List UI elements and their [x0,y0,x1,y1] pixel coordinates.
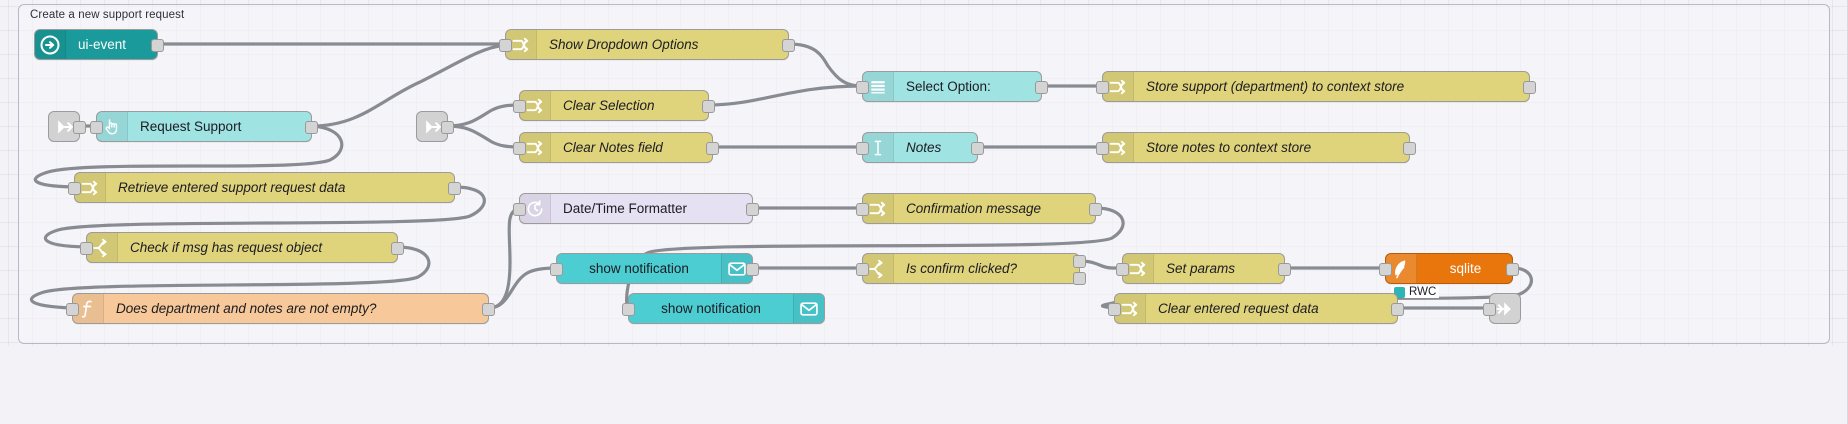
input-port[interactable] [1483,303,1496,316]
output-port[interactable] [1035,81,1048,94]
output-port[interactable] [702,100,715,113]
output-port[interactable] [746,263,759,276]
node-store-notes-to-context-store[interactable]: Store notes to context store [1096,132,1416,163]
node-sqlite[interactable]: sqlite [1379,253,1519,284]
input-port[interactable] [513,100,526,113]
node-clear-entered-request-data[interactable]: Clear entered request data [1108,293,1404,324]
input-port[interactable] [550,263,563,276]
link-in-icon [426,119,441,134]
input-port[interactable] [1096,142,1109,155]
input-port[interactable] [1108,303,1121,316]
switch-node-icon [87,233,118,262]
input-port[interactable] [856,203,869,216]
node-show-notification-2[interactable]: show notification [622,293,825,324]
output-port[interactable] [971,142,984,155]
output-port[interactable] [305,121,318,134]
node-label: Date/Time Formatter [563,201,688,216]
node-label: Is confirm clicked? [906,261,1018,276]
output-port-2[interactable] [1073,272,1086,285]
output-port[interactable] [1403,142,1416,155]
output-port[interactable] [1391,303,1404,316]
output-port[interactable] [391,242,404,255]
input-port[interactable] [66,303,79,316]
input-port[interactable] [1116,263,1129,276]
input-port[interactable] [856,81,869,94]
node-label: show notification [589,261,689,276]
output-port[interactable] [1523,81,1536,94]
link-in-node-2[interactable] [416,111,454,142]
node-store-support-to-context-store[interactable]: Store support (department) to context st… [1096,71,1536,102]
status-dot [1394,286,1405,298]
node-label: Store notes to context store [1146,140,1312,155]
output-port[interactable] [441,121,454,134]
change-node-icon [75,173,106,202]
node-clear-selection[interactable]: Clear Selection [513,90,715,121]
input-port[interactable] [1379,263,1392,276]
output-port[interactable] [151,39,164,52]
change-node-icon [863,194,894,223]
output-port[interactable] [746,203,759,216]
output-port[interactable] [1278,263,1291,276]
node-label: Show Dropdown Options [549,37,699,52]
input-port[interactable] [1096,81,1109,94]
arrow-right-circle-icon [35,30,66,59]
output-port-1[interactable] [1073,255,1086,268]
output-port[interactable] [1506,263,1519,276]
node-label: Notes [906,140,942,155]
input-port[interactable] [622,303,635,316]
output-port[interactable] [706,142,719,155]
node-label: Check if msg has request object [130,240,323,255]
input-port[interactable] [68,182,81,195]
node-select-option[interactable]: Select Option: [856,71,1048,102]
output-port[interactable] [73,121,86,134]
input-port[interactable] [513,203,526,216]
node-show-dropdown-options[interactable]: Show Dropdown Options [499,29,795,60]
link-in-icon [58,119,73,134]
node-date-time-formatter[interactable]: Date/Time Formatter [513,193,759,224]
output-port[interactable] [1089,203,1102,216]
node-clear-notes-field[interactable]: Clear Notes field [513,132,719,163]
node-is-confirm-clicked[interactable]: Is confirm clicked? [856,253,1086,285]
status-label: RWC [1409,286,1437,298]
node-label: Request Support [140,119,242,134]
node-retrieve-entered-support-request-data[interactable]: Retrieve entered support request data [68,172,461,203]
input-port[interactable] [513,142,526,155]
input-port[interactable] [856,263,869,276]
node-confirmation-message[interactable]: Confirmation message [856,193,1102,224]
node-check-if-msg-has-request-object[interactable]: Check if msg has request object [80,232,404,263]
output-port[interactable] [782,39,795,52]
node-label: Select Option: [906,79,991,94]
node-request-support[interactable]: Request Support [90,111,318,142]
output-port[interactable] [448,182,461,195]
sqlite-status-badge: RWC [1391,286,1440,298]
node-label: Retrieve entered support request data [118,180,346,195]
node-label: Set params [1166,261,1236,276]
node-does-department-and-notes-are-not-empty[interactable]: Does department and notes are not empty? [66,293,495,324]
node-set-params[interactable]: Set params [1116,253,1291,284]
link-out-icon [1496,301,1511,316]
input-port[interactable] [90,121,103,134]
canvas-bottom-area [0,346,1848,424]
node-label: sqlite [1449,261,1482,276]
node-label: show notification [661,301,761,316]
node-label: Does department and notes are not empty? [116,301,377,316]
input-port[interactable] [856,142,869,155]
node-label: ui-event [78,37,127,52]
node-label: Confirmation message [906,201,1042,216]
link-in-node-1[interactable] [48,111,86,142]
input-port[interactable] [80,242,93,255]
output-port[interactable] [482,303,495,316]
node-notes[interactable]: Notes [856,132,984,163]
link-out-node-1[interactable] [1483,293,1521,324]
flow-group-label: Create a new support request [30,9,185,21]
input-port[interactable] [499,39,512,52]
node-label: Clear entered request data [1158,301,1319,316]
node-label: Clear Notes field [563,140,663,155]
envelope-icon [793,294,824,323]
node-ui-event[interactable]: ui-event [34,29,164,60]
node-label: Clear Selection [563,98,655,113]
node-label: Store support (department) to context st… [1146,79,1405,94]
node-show-notification-1[interactable]: show notification [550,253,759,284]
